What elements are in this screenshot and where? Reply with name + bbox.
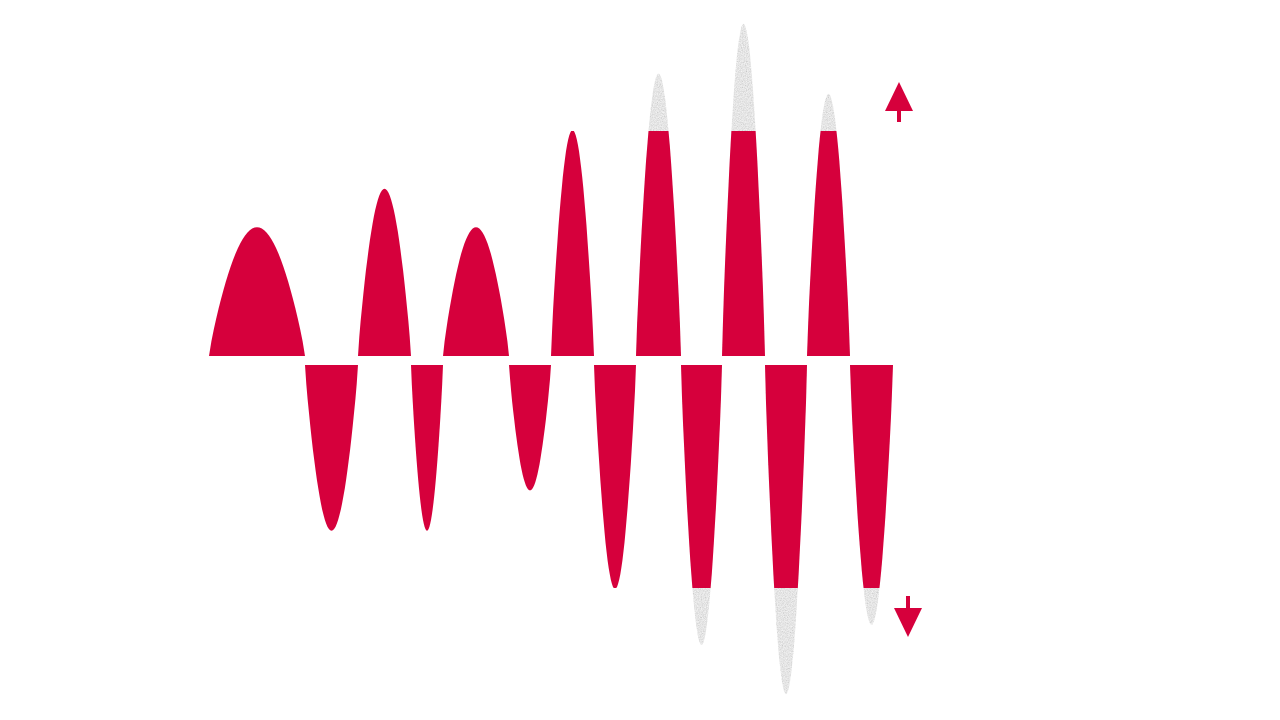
waveform-lobes [209,23,893,695]
positive-lobe [636,73,681,356]
negative-lobe [850,365,893,625]
negative-lobe [765,365,807,695]
positive-lobe [443,227,509,356]
positive-lobe [209,227,305,356]
signal-portion [636,131,681,356]
positive-lobe [551,131,594,356]
signal-portion [807,131,850,356]
signal-portion [551,131,594,356]
signal-portion [443,227,509,356]
signal-portion [509,365,551,491]
signal-portion [305,365,358,531]
signal-portion [681,365,722,588]
signal-portion [209,227,305,356]
positive-lobe [807,93,850,357]
signal-portion [594,365,636,588]
signal-portion [850,365,893,588]
signal-portion [765,365,807,588]
signal-portion [411,365,443,531]
signal-portion [358,188,411,356]
negative-lobe [305,365,358,531]
negative-lobe [594,365,636,588]
negative-lobe [509,365,551,491]
positive-lobe [722,23,765,357]
signal-portion [722,131,765,356]
arrow-down-icon [894,596,922,637]
positive-lobe [358,188,411,356]
negative-lobe [681,365,722,645]
arrow-up-icon [885,82,913,122]
negative-lobe [411,365,443,531]
